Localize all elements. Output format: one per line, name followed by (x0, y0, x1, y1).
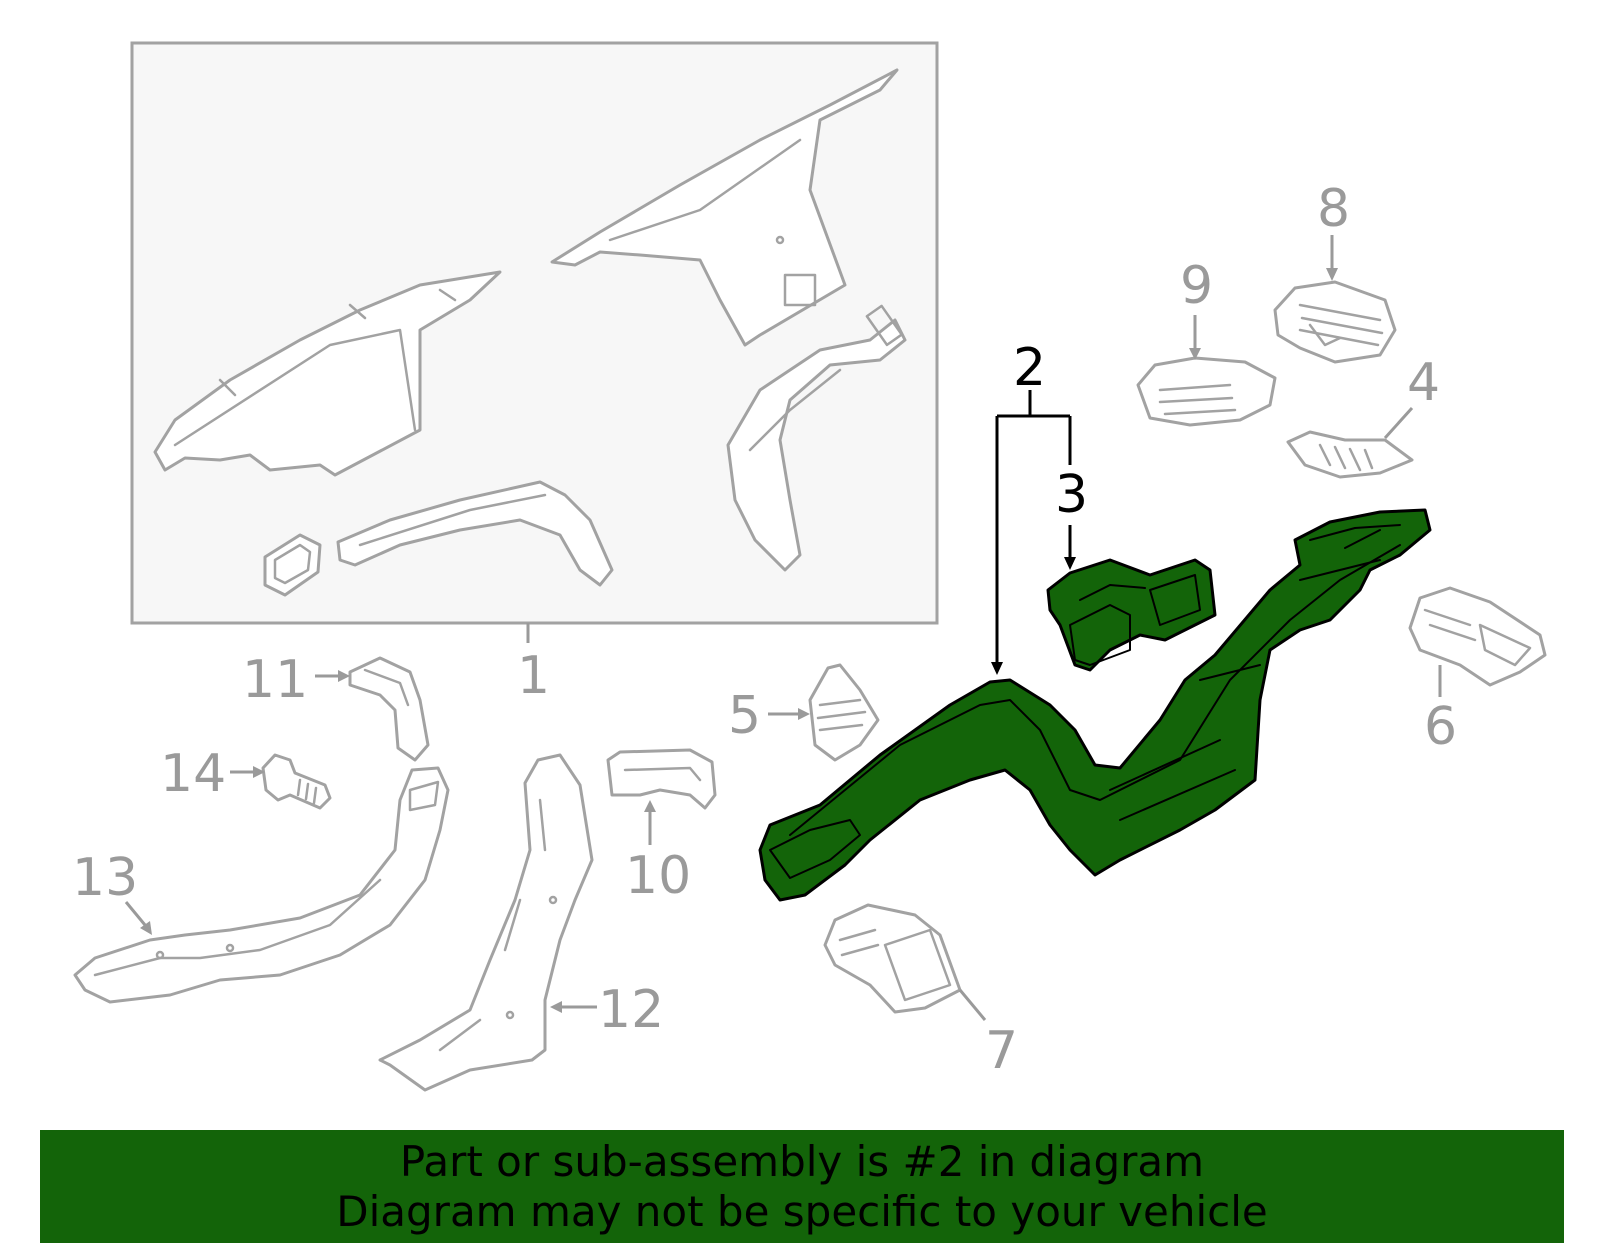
part-13-duct[interactable] (73, 766, 450, 1004)
part-12-duct-vertical[interactable] (378, 753, 594, 1092)
arrow-9 (1189, 348, 1201, 360)
arrow-11 (338, 670, 350, 682)
arrow-12 (550, 1001, 562, 1013)
callout-11: 11 (242, 650, 308, 710)
part-1-riser[interactable] (726, 304, 907, 572)
part-2-main-duct[interactable] (758, 508, 1432, 902)
callout-4: 4 (1407, 353, 1440, 413)
banner-line-1: Part or sub-assembly is #2 in diagram (399, 1136, 1205, 1186)
part-10-bracket[interactable] (606, 748, 717, 810)
leader-4 (1383, 406, 1414, 440)
callout-13: 13 (72, 848, 138, 908)
part-7-vent[interactable] (823, 903, 962, 1014)
part-8-vent[interactable] (1273, 280, 1397, 364)
callout-1: 1 (517, 646, 550, 706)
callout-5: 5 (728, 686, 761, 746)
part-1-vent-small[interactable] (263, 533, 322, 597)
part-9-vent[interactable] (1136, 356, 1277, 427)
callout-7: 7 (985, 1021, 1018, 1081)
callout-10: 10 (625, 846, 691, 906)
part-1-left-panel[interactable] (153, 270, 502, 477)
part-1-right-panel[interactable] (550, 68, 899, 347)
arrow-2-left (991, 662, 1003, 675)
part-5-vent-grille[interactable] (808, 663, 880, 762)
callout-9: 9 (1180, 256, 1213, 316)
arrow-10 (644, 800, 656, 812)
arrow-14 (253, 766, 265, 778)
part-3-vent[interactable] (1046, 558, 1217, 672)
part-1-duct[interactable] (336, 480, 614, 587)
arrow-5 (798, 708, 810, 720)
arrow-13 (140, 921, 152, 935)
disclaimer-banner: Part or sub-assembly is #2 in diagram Di… (40, 1130, 1564, 1243)
callout-14: 14 (160, 744, 226, 804)
leader-7 (958, 989, 987, 1021)
callout-6: 6 (1424, 697, 1457, 757)
part-6-vent[interactable] (1408, 586, 1547, 687)
part-4-vent-grille[interactable] (1286, 430, 1414, 479)
callout-2: 2 (1013, 338, 1046, 398)
callout-8: 8 (1317, 179, 1350, 239)
leader-13 (124, 901, 147, 926)
callout-3: 3 (1055, 465, 1088, 525)
arrow-3 (1064, 557, 1076, 570)
part-11-duct[interactable] (348, 656, 430, 762)
banner-line-2: Diagram may not be specific to your vehi… (336, 1186, 1268, 1236)
part-14-bolt[interactable] (261, 753, 332, 810)
callout-12: 12 (598, 980, 664, 1040)
arrow-8 (1326, 268, 1338, 281)
